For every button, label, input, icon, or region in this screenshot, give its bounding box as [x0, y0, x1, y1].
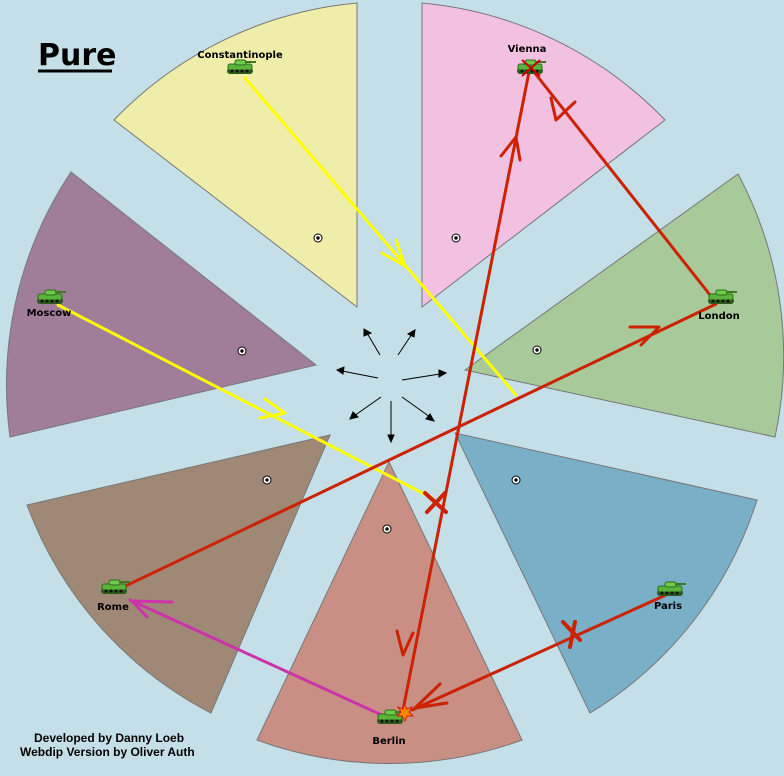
territory-paris[interactable] — [454, 432, 758, 714]
battle-explosion-icon — [395, 702, 415, 723]
territory-label-moscow: Moscow — [27, 308, 72, 319]
failed-order-markers — [423, 491, 582, 649]
territory-label-berlin: Berlin — [372, 736, 405, 747]
support-order-moscow — [56, 303, 434, 500]
dislodged-marker-icon — [521, 59, 541, 77]
support-order-constantinople — [243, 76, 518, 397]
territory-label-vienna: Vienna — [508, 44, 547, 55]
territory-vienna[interactable] — [421, 2, 666, 309]
retreat-order-berlin-rome — [128, 598, 386, 718]
credit-developer: Developed by Danny Loeb — [34, 731, 184, 745]
territory-label-paris: Paris — [654, 601, 682, 612]
credit-webdip: Webdip Version by Oliver Auth — [20, 745, 195, 759]
move-order-berlin-vienna — [395, 70, 531, 712]
territory-label-london: London — [698, 311, 740, 322]
territory-constantinople[interactable] — [113, 2, 358, 309]
territory-london[interactable] — [463, 173, 784, 438]
territory-label-rome: Rome — [97, 602, 129, 613]
territory-label-constantinople: Constantinople — [197, 50, 283, 61]
move-order-rome-london — [115, 302, 718, 592]
orders-layer — [56, 70, 718, 718]
center-compass-icon — [335, 328, 448, 444]
map-title: Pure — [38, 38, 117, 73]
territory-moscow[interactable] — [6, 171, 318, 438]
move-order-london-vienna — [532, 70, 716, 302]
territory-rome[interactable] — [26, 434, 331, 714]
supply-center-markers — [237, 233, 542, 534]
move-order-paris-berlin — [410, 592, 670, 712]
